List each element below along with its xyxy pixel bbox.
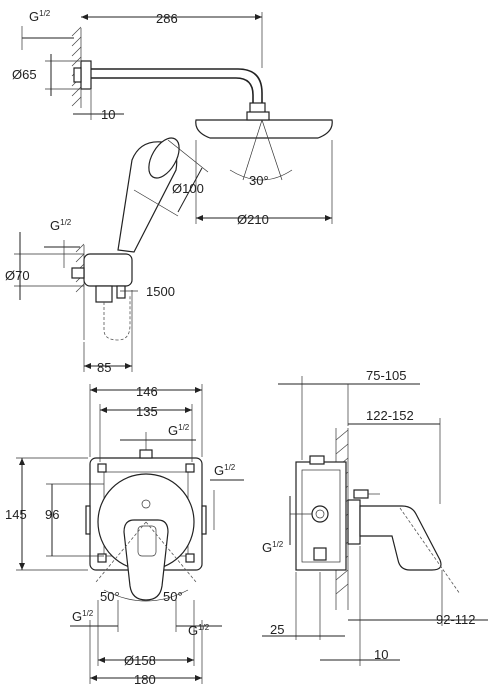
dim-dia-158: Ø158 bbox=[124, 653, 156, 668]
pipe-connector bbox=[73, 67, 82, 83]
dim-145: 145 bbox=[5, 507, 27, 522]
dim-dia-65: Ø65 bbox=[12, 67, 37, 82]
dim-angle-50-left: 50° bbox=[100, 589, 120, 604]
dim-dia-70: Ø70 bbox=[5, 268, 30, 283]
hose bbox=[103, 296, 131, 341]
head-shower-view: 286 G1/2 Ø65 10 30° Ø210 bbox=[12, 9, 333, 227]
head-shower bbox=[195, 119, 333, 139]
thread-label-top: G1/2 bbox=[29, 9, 51, 24]
shower-holder bbox=[83, 253, 133, 287]
mixer-lever-side bbox=[359, 505, 442, 571]
dim-146: 146 bbox=[136, 384, 158, 399]
dim-286: 286 bbox=[156, 11, 178, 26]
dim-25: 25 bbox=[270, 622, 284, 637]
dim-10-top: 10 bbox=[101, 107, 115, 122]
dim-angle-30: 30° bbox=[249, 173, 269, 188]
mixer-lever bbox=[123, 519, 169, 601]
hose-connector bbox=[95, 285, 113, 303]
dim-135: 135 bbox=[136, 404, 158, 419]
thread-label-valve-top: G1/2 bbox=[168, 423, 190, 438]
thread-label-valve-br: G1/2 bbox=[188, 623, 210, 638]
thread-label-side: G1/2 bbox=[262, 540, 284, 555]
dim-92-112: 92-112 bbox=[436, 612, 476, 627]
dim-dia-210: Ø210 bbox=[237, 212, 269, 227]
shower-arm bbox=[91, 68, 263, 104]
dim-angle-50-right: 50° bbox=[163, 589, 183, 604]
dim-75-105: 75-105 bbox=[366, 368, 406, 383]
mixer-side-view: 75-105 122-152 G1/2 25 92-112 10 bbox=[262, 368, 488, 666]
wall-flange bbox=[80, 60, 92, 90]
thread-label-mid: G1/2 bbox=[50, 218, 72, 233]
dim-1500: 1500 bbox=[146, 284, 175, 299]
mixer-front-view: 50° 50° 146 135 G1/2 G1/2 145 96 G1/2 G bbox=[5, 384, 244, 687]
thread-label-valve-right: G1/2 bbox=[214, 463, 236, 478]
dim-96: 96 bbox=[45, 507, 59, 522]
dim-85: 85 bbox=[97, 360, 111, 375]
wall-hatch-mid bbox=[75, 243, 85, 340]
dim-180: 180 bbox=[134, 672, 156, 687]
hand-shower-view: Ø100 G1/2 Ø70 1500 85 bbox=[5, 137, 209, 375]
dim-dia-100: Ø100 bbox=[172, 181, 204, 196]
thread-label-valve-bl: G1/2 bbox=[72, 609, 94, 624]
dim-122-152: 122-152 bbox=[366, 408, 414, 423]
dim-10-bottom: 10 bbox=[374, 647, 388, 662]
